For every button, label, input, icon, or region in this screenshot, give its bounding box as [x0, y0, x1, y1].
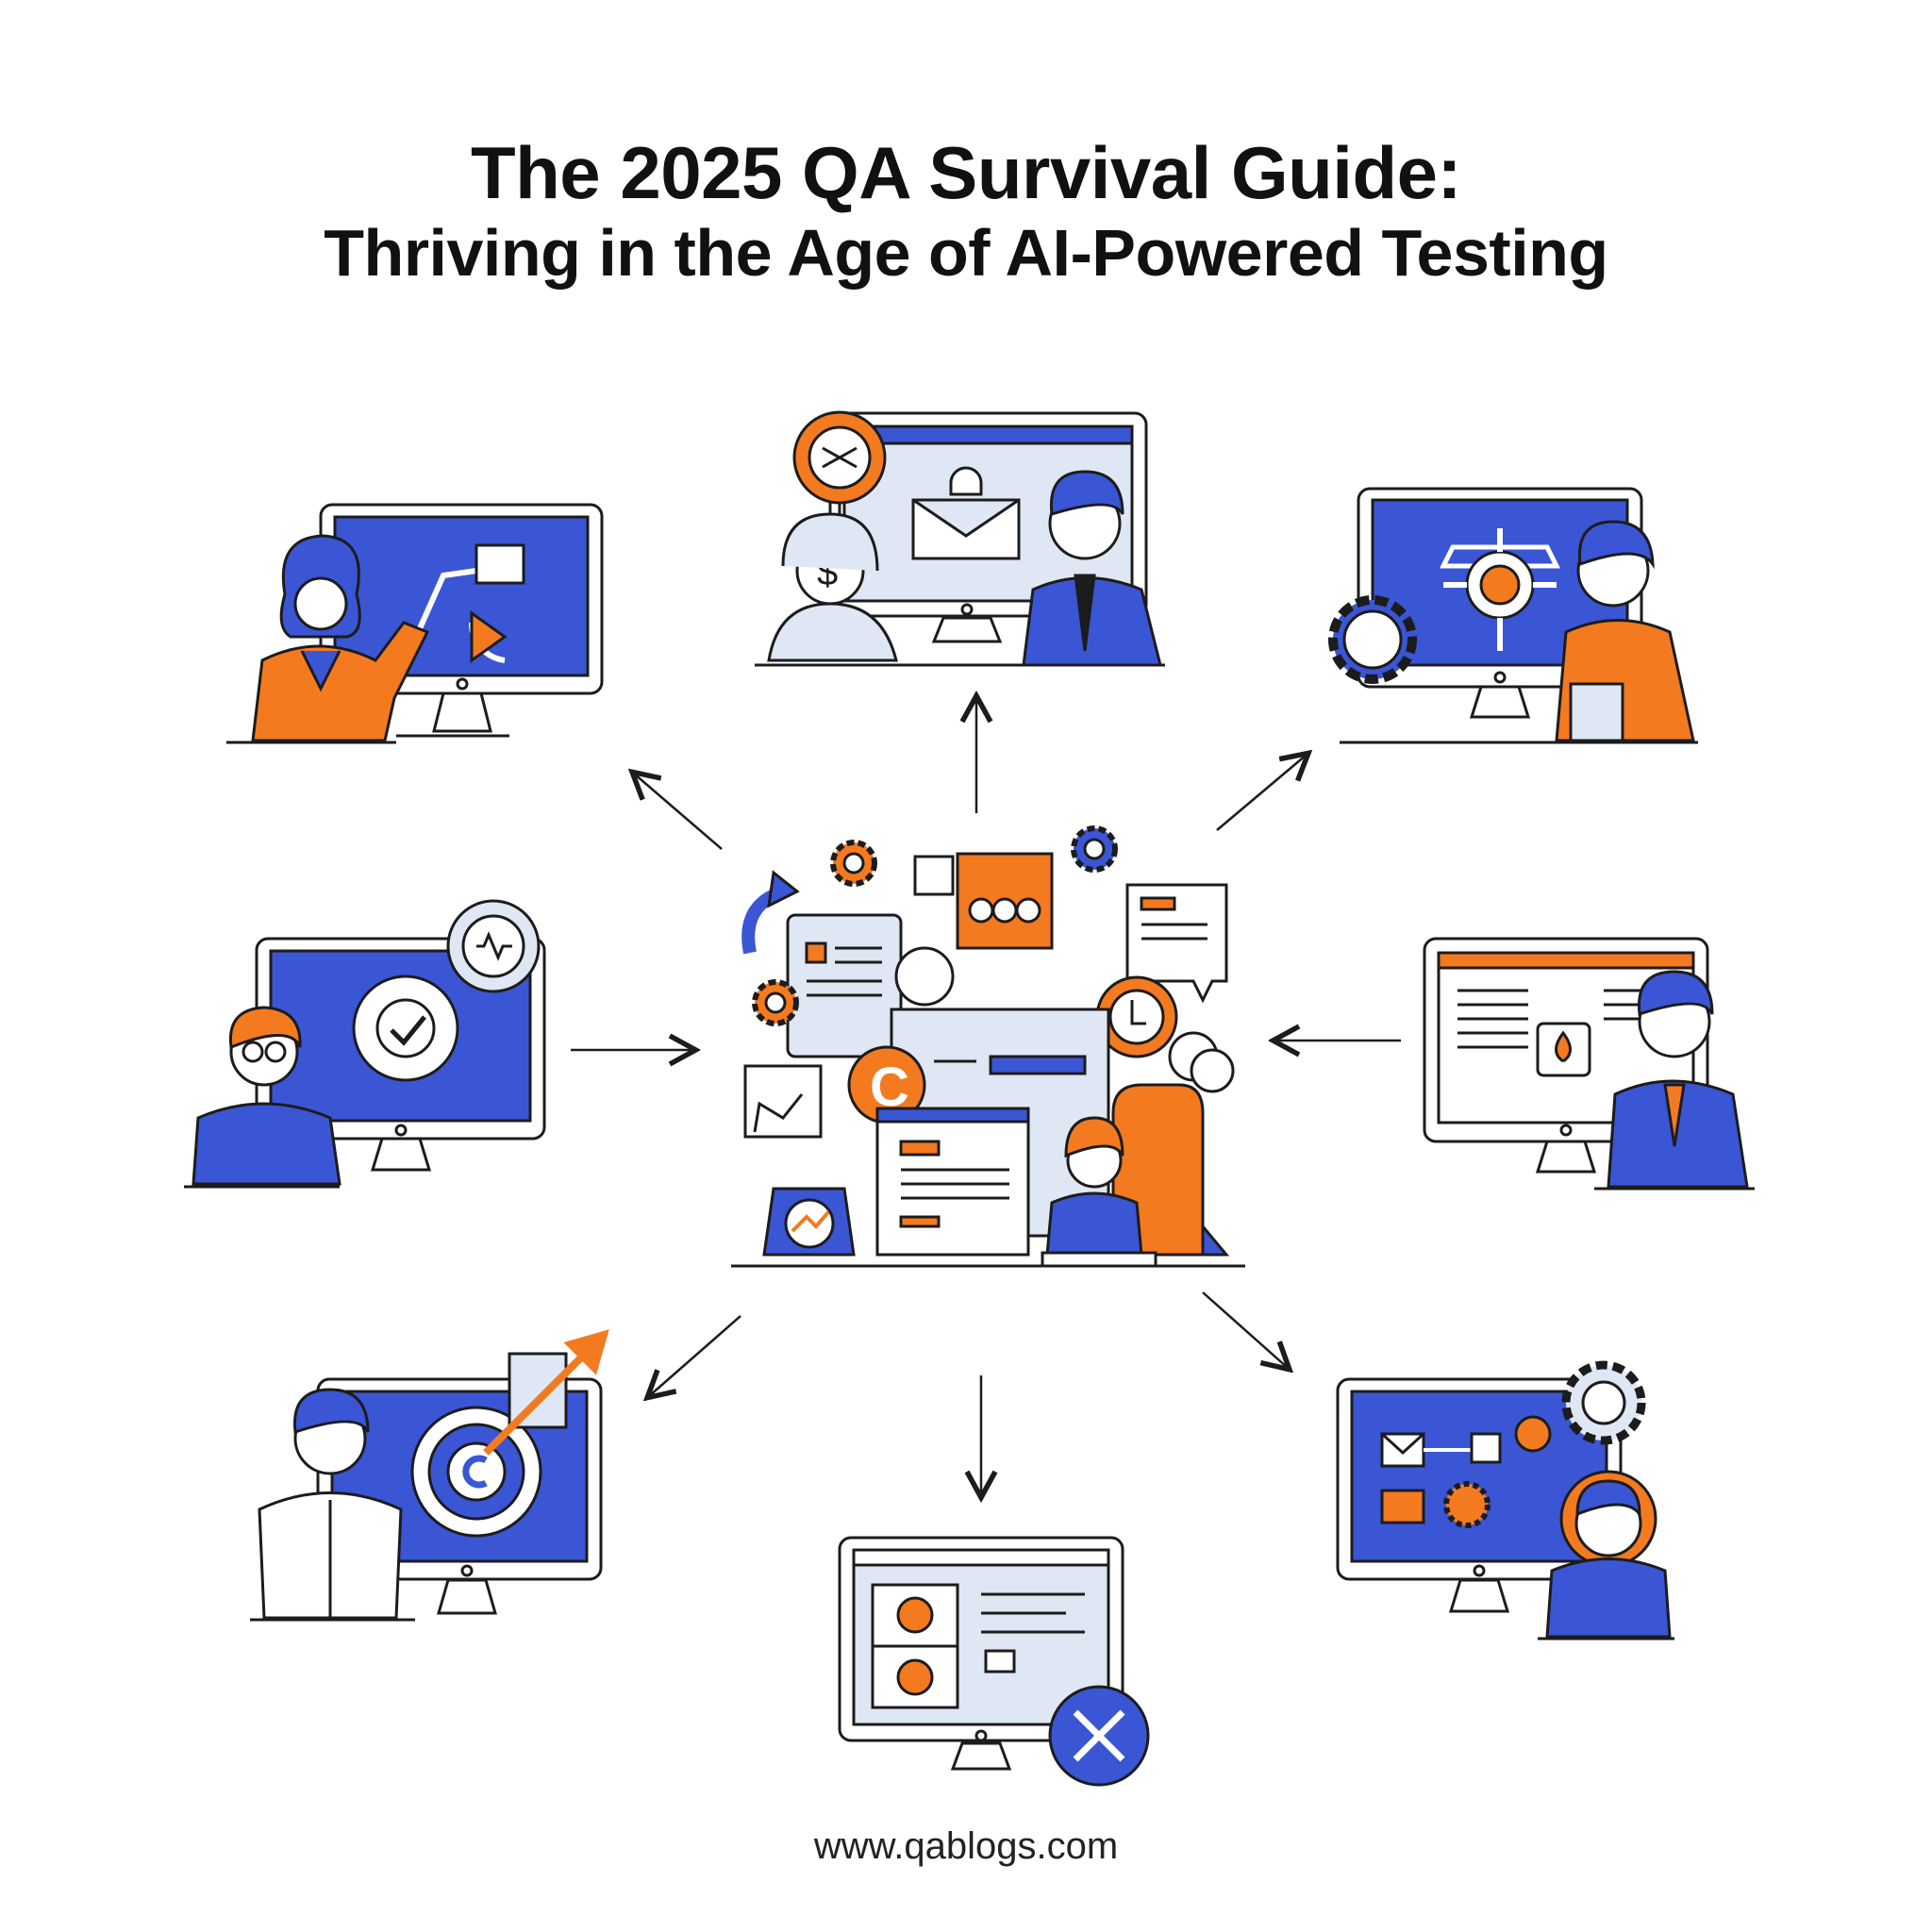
arrow-top-right	[1216, 755, 1307, 831]
footer-url[interactable]: www.qablogs.com	[813, 1825, 1119, 1867]
bot-icon	[1439, 544, 1561, 569]
arrow-pointer-icon	[483, 1329, 609, 1456]
node-bottom-left	[250, 1329, 609, 1622]
page-title: The 2025 QA Survival Guide:	[471, 131, 1461, 214]
node-top-center: $	[755, 410, 1165, 667]
central-hub: C	[731, 825, 1245, 1268]
node-bottom-center	[838, 1536, 1150, 1787]
node-top-left	[226, 503, 604, 744]
arrow-top-left	[634, 774, 723, 850]
burst-icon	[1443, 1481, 1491, 1528]
content-lines-icon	[981, 1592, 1085, 1674]
node-top-right	[1328, 487, 1698, 744]
connector-arrows	[571, 698, 1401, 1495]
email-icon	[911, 498, 1021, 560]
arrow-bottom-right	[1202, 1291, 1288, 1368]
arrow-bottom-left	[649, 1315, 741, 1396]
node-bottom-right	[1336, 1360, 1674, 1641]
node-middle-right	[1423, 937, 1755, 1191]
page-subtitle: Thriving in the Age of AI-Powered Testin…	[324, 216, 1608, 290]
node-middle-left	[184, 899, 546, 1189]
